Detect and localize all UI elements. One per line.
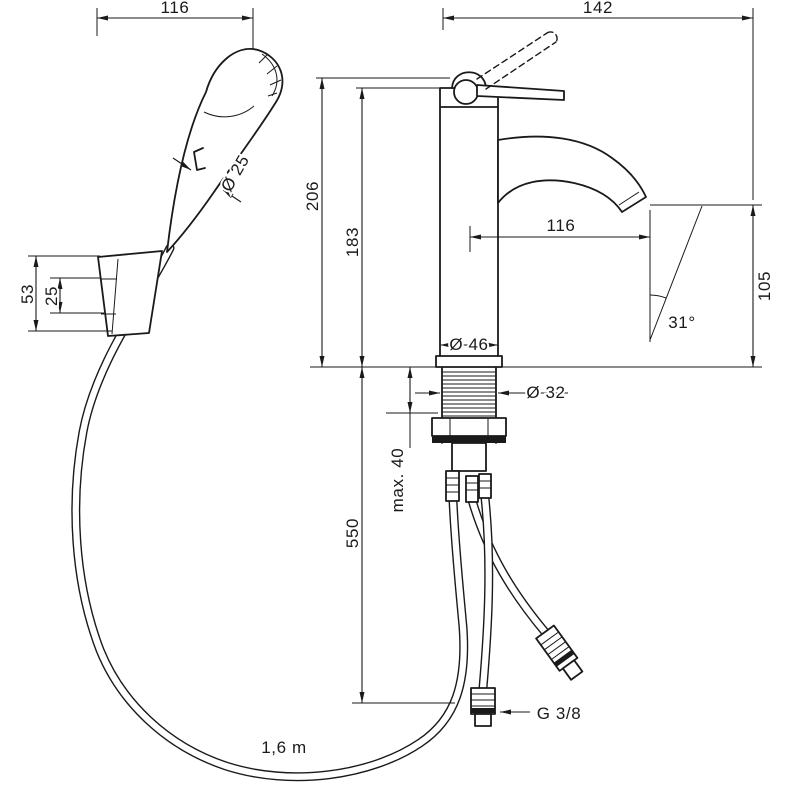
label-thread-size: G 3/8 bbox=[537, 704, 582, 723]
label-pivot-height: 183 bbox=[343, 227, 362, 257]
hose-connector bbox=[465, 475, 479, 503]
label-total-height: 206 bbox=[303, 181, 322, 211]
label-holder-offset: 25 bbox=[42, 286, 61, 306]
label-outlet-angle: 31° bbox=[668, 313, 696, 332]
label-outlet-height: 105 bbox=[755, 271, 774, 301]
hand-sprayer bbox=[166, 48, 284, 253]
label-overall-width: 142 bbox=[583, 0, 613, 17]
hose-fitting-g38 bbox=[470, 687, 496, 727]
label-holder-width: 116 bbox=[161, 0, 190, 17]
handle-lever-raised-position bbox=[476, 31, 558, 90]
shank-tailpiece bbox=[451, 442, 487, 472]
sprayer-hose-loop bbox=[71, 243, 469, 782]
supply-hose-center bbox=[478, 493, 494, 693]
label-hose-length: 1,6 m bbox=[261, 738, 307, 757]
dimension-lines bbox=[28, 8, 762, 715]
handle-lever bbox=[476, 84, 565, 101]
sprayer-holder bbox=[97, 250, 163, 337]
mounting-nut bbox=[431, 417, 507, 437]
dim-sprayer-arrow-1 bbox=[172, 157, 192, 171]
label-max-deck: max. 40 bbox=[388, 448, 407, 513]
dimension-labels: 116 142 206 183 550 105 53 25 max. 40 Ø … bbox=[16, 0, 776, 759]
base-flange bbox=[435, 355, 503, 368]
dim-sprayer-arrow-2 bbox=[222, 189, 242, 203]
handle-pivot-ball bbox=[453, 79, 479, 105]
label-holder-height: 53 bbox=[18, 284, 37, 304]
sprayer-clip bbox=[193, 147, 206, 171]
hose-fitting-angled bbox=[535, 624, 584, 681]
spout bbox=[497, 135, 647, 213]
supply-hose-right bbox=[467, 495, 550, 637]
label-spout-reach: 116 bbox=[547, 216, 576, 235]
label-body-diameter: Ø 46 bbox=[449, 335, 488, 354]
aerator bbox=[618, 191, 640, 206]
sprayer-seam bbox=[203, 105, 255, 118]
label-connection-height: 550 bbox=[343, 518, 362, 548]
hose-connector bbox=[478, 473, 492, 499]
label-shank-diameter: Ø 32 bbox=[526, 383, 565, 402]
threaded-shank bbox=[431, 366, 507, 503]
angle-arc bbox=[649, 294, 667, 299]
sprayer-hose-connector bbox=[445, 470, 460, 502]
faucet-body bbox=[435, 31, 647, 368]
